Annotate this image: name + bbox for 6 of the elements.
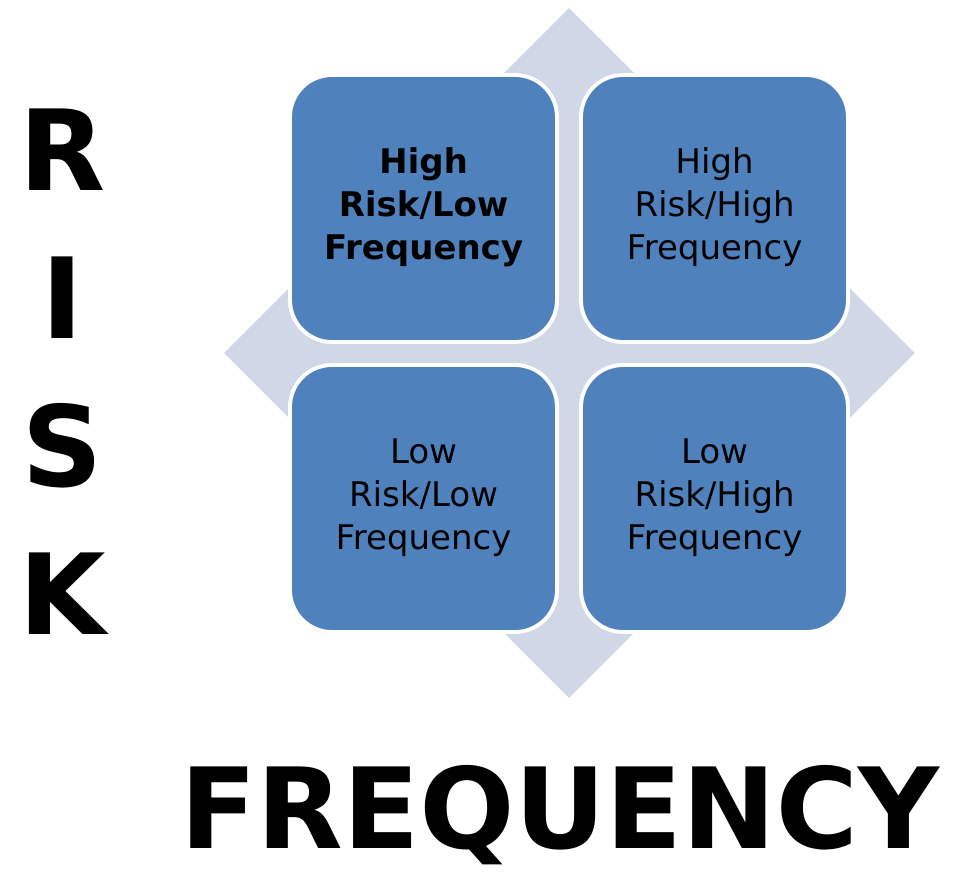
quadrant-label: Low Risk/Low Frequency xyxy=(334,431,512,560)
axis-title: RISK xyxy=(6,78,118,670)
quadrant-label: Low Risk/High Frequency xyxy=(626,431,804,560)
axis-title: FREQUENCY xyxy=(180,745,939,875)
quadrant-label: High Risk/Low Frequency xyxy=(322,141,524,270)
quadrant-label: High Risk/High Frequency xyxy=(626,141,804,270)
